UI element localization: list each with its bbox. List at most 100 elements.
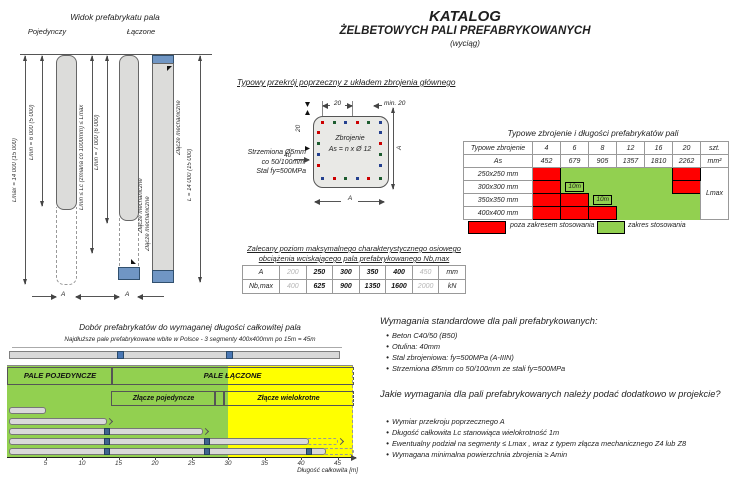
joint-marker — [104, 428, 111, 435]
x-axis-label: Długość całkowita [m] — [297, 467, 358, 474]
rebar-dot — [317, 131, 320, 134]
reinf-count: 16 — [644, 141, 673, 155]
load-cell: 900 — [332, 279, 360, 294]
load-table-heading-line1: Zalecany poziom maksymalnego charakterys… — [247, 244, 461, 253]
bullet-item: •Stal zbrojeniowa: fy=500MPa (A-IIIN) — [383, 352, 731, 363]
rebar-dot — [317, 153, 320, 156]
bullet-item: •Strzemiona Ø5mm co 50/100mm ze stali fy… — [383, 363, 731, 374]
page-subtitle-note: (wyciąg) — [450, 39, 480, 48]
pile-joined-lower — [119, 55, 139, 221]
reinf-area: 679 — [560, 154, 589, 168]
reinforcement-table-title: Typowe zbrojenie i długości prefabrykató… — [507, 128, 679, 138]
axis-tick — [45, 457, 47, 460]
ext-line — [322, 101, 323, 116]
load-cell: kN — [438, 279, 466, 294]
load-cell: 400 — [279, 279, 307, 294]
group-label-joined: Łączone — [126, 27, 156, 36]
load-cell: A — [242, 265, 280, 280]
length-chart-title: Dobór prefabrykatów do wymaganej długośc… — [79, 322, 301, 332]
bullet-icon: • — [386, 342, 389, 351]
rebar-dot — [317, 164, 320, 167]
page-title: KATALOG — [429, 8, 501, 25]
bullet-item: •Beton C40/50 (B50) — [383, 330, 731, 341]
bullet-text: Stal zbrojeniowa: fy=500MPa (A-IIIN) — [392, 353, 514, 362]
axis-tick-label: 45 — [333, 460, 341, 467]
load-cell: Nb,max — [242, 279, 280, 294]
zone-box-single-joint: Złącze pojedyncze — [111, 391, 216, 406]
rebar-dot — [332, 177, 336, 180]
in-range-cell: 10m — [588, 193, 617, 207]
group-label-single: Pojedynczy — [27, 27, 67, 36]
arrow-down-icon — [305, 102, 310, 107]
dim-line — [314, 198, 341, 205]
width-dim-label: A — [61, 291, 66, 298]
axis-tick-label: 20 — [151, 460, 159, 467]
cross-section-square: Zbrojenie As = n x Ø 12 — [313, 116, 389, 188]
in-range-cell — [672, 193, 701, 207]
bullet-text: Otulina: 40mm — [392, 342, 441, 351]
axis-tick — [155, 457, 156, 460]
dim-arrow-l-total — [198, 55, 202, 283]
rebar-dot — [367, 121, 370, 124]
dim-line — [100, 293, 120, 300]
bullet-text: Beton C40/50 (B50) — [392, 331, 458, 340]
dim-line — [373, 102, 382, 109]
rebar-dot — [367, 177, 370, 180]
rebar-dot — [379, 131, 382, 134]
pile-length-bar — [9, 438, 309, 445]
reinf-count-unit: szt. — [700, 141, 729, 155]
rebar-dot — [379, 153, 382, 156]
legend-label-in-range: zakres stosowania — [628, 222, 686, 229]
reinf-area: 1810 — [644, 154, 673, 168]
out-of-range-cell — [560, 193, 589, 207]
bullet-item: •Ewentualny podział na segmenty ≤ Lmax ,… — [383, 438, 731, 449]
axis-tick-label: 15 — [114, 460, 122, 467]
dashed-extension — [307, 438, 338, 445]
in-range-cell — [616, 206, 645, 220]
rebar-dot — [321, 121, 324, 124]
reinforcement-formula: As = n x Ø 12 — [328, 146, 372, 153]
in-range-cell — [616, 180, 645, 194]
rebar-dot — [321, 177, 324, 180]
axis-tick — [228, 457, 229, 460]
out-of-range-cell — [560, 206, 589, 220]
dim-label-lmin-joined: Lmin = 7 000 (6 000) — [94, 114, 100, 171]
rebar-dot — [379, 164, 382, 167]
reinf-area-unit: mm² — [700, 154, 729, 168]
load-cell: 625 — [305, 279, 334, 294]
reinf-count: 12 — [616, 141, 645, 155]
in-range-cell — [644, 167, 673, 181]
axis-tick-label: 25 — [187, 460, 195, 467]
in-range-cell — [588, 180, 617, 194]
additional-list: •Wymiar przekroju poprzecznego A•Długość… — [383, 416, 731, 460]
reinf-size-label: 400x400 mm — [463, 206, 533, 220]
dim-label-lc-joined: Lmin ≤ Lc (zmiana co 1000mm) ≤ Lmax — [79, 104, 85, 211]
out-of-range-cell — [532, 206, 561, 220]
ten-m-badge: 10m — [593, 194, 613, 205]
dim-arrow-right — [391, 107, 395, 190]
lmax-cell: Lmax — [700, 167, 729, 220]
ten-m-badge: 10m — [565, 181, 585, 192]
record-note: Najdłuższe pale prefabrykowane wbite w P… — [64, 336, 316, 343]
joint-marker — [305, 448, 312, 455]
load-cell: 200 — [279, 265, 307, 280]
axis-tick — [191, 457, 193, 460]
reinf-header-label: Typowe zbrojenie — [463, 141, 533, 155]
reinf-size-label: 250x250 mm — [463, 167, 533, 181]
load-cell: mm — [438, 265, 466, 280]
rebar-dot — [355, 177, 359, 180]
note-line: Stal fy=500MPa — [256, 168, 306, 175]
rebar-dot — [344, 177, 347, 180]
legend-swatch-red — [468, 221, 506, 234]
rebar-dot — [379, 142, 382, 145]
out-of-range-cell — [532, 167, 561, 181]
dim-bottom-label: A — [347, 195, 353, 202]
reinf-area: 452 — [532, 154, 561, 168]
bullet-icon: • — [386, 439, 389, 448]
dim-top-right-label: min. 20 — [384, 100, 406, 107]
rebar-dot — [344, 121, 347, 124]
